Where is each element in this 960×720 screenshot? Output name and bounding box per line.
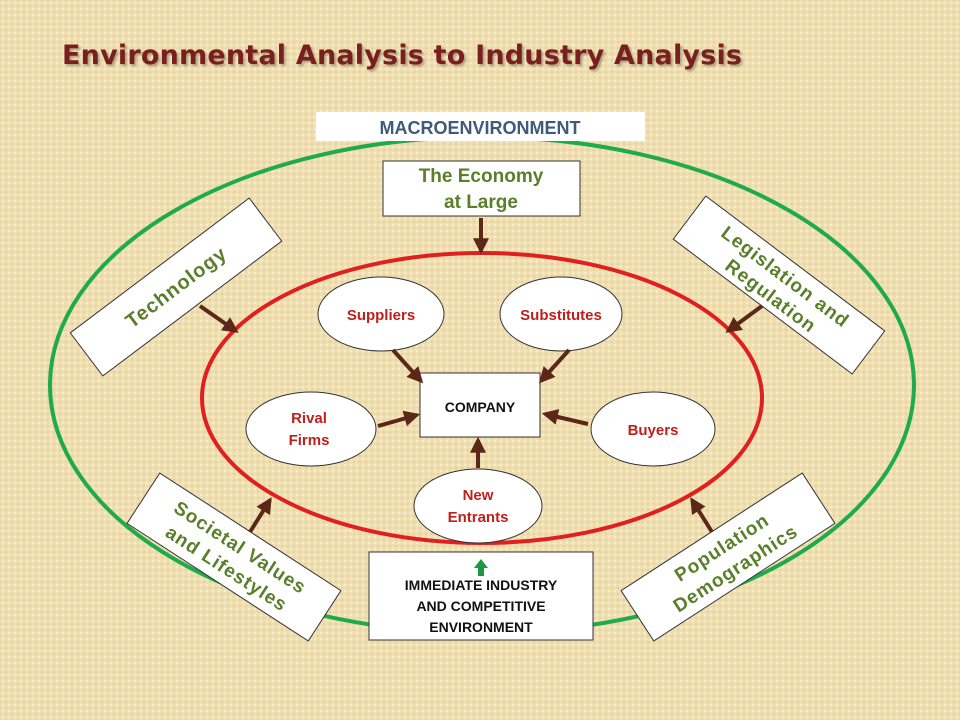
buyers-node: Buyers bbox=[590, 391, 716, 467]
population-node: Population Demographics bbox=[620, 472, 836, 642]
new-entrants-line-2: Entrants bbox=[448, 509, 509, 526]
economy-line-1: The Economy bbox=[419, 166, 544, 187]
economy-line-2: at Large bbox=[444, 192, 518, 213]
rival-line-2: Firms bbox=[289, 432, 330, 449]
rival-line-1: Rival bbox=[291, 410, 327, 427]
substitutes-label: Substitutes bbox=[520, 307, 602, 324]
new-entrants-node: New Entrants bbox=[413, 468, 543, 544]
arrow-technology-to-industry bbox=[198, 304, 239, 333]
immediate-line-3: ENVIRONMENT bbox=[429, 619, 533, 635]
company-node: COMPANY bbox=[419, 372, 541, 438]
slide-title: Environmental Analysis to Industry Analy… bbox=[62, 40, 743, 71]
immediate-line-1: IMMEDIATE INDUSTRY bbox=[405, 577, 558, 593]
buyers-label: Buyers bbox=[628, 422, 679, 439]
arrow-buyers-to-company bbox=[541, 409, 589, 426]
rival-firms-node: Rival Firms bbox=[245, 391, 377, 467]
arrow-population-to-industry bbox=[690, 497, 714, 534]
arrow-legislation-to-industry bbox=[725, 304, 764, 333]
new-entrants-line-1: New bbox=[463, 487, 494, 504]
societal-node: Societal Values and Lifestyles bbox=[126, 472, 342, 642]
technology-node: Technology bbox=[69, 197, 283, 377]
immediate-line-2: AND COMPETITIVE bbox=[416, 598, 545, 614]
substitutes-node: Substitutes bbox=[499, 276, 623, 352]
arrow-substitutes-to-company bbox=[538, 348, 571, 384]
arrow-societal-to-industry bbox=[248, 497, 272, 534]
macroenvironment-label-box bbox=[316, 112, 645, 141]
suppliers-label: Suppliers bbox=[347, 307, 415, 324]
up-arrow-icon bbox=[474, 559, 488, 576]
suppliers-node: Suppliers bbox=[317, 276, 445, 352]
arrow-rival-to-company bbox=[377, 410, 421, 428]
arrow-suppliers-to-company bbox=[391, 348, 424, 384]
macroenvironment-label: MACROENVIRONMENT bbox=[380, 118, 581, 138]
economy-node: The Economy at Large bbox=[382, 160, 581, 217]
legislation-node: Legislation and Regulation bbox=[672, 195, 886, 375]
company-label: COMPANY bbox=[445, 399, 516, 415]
